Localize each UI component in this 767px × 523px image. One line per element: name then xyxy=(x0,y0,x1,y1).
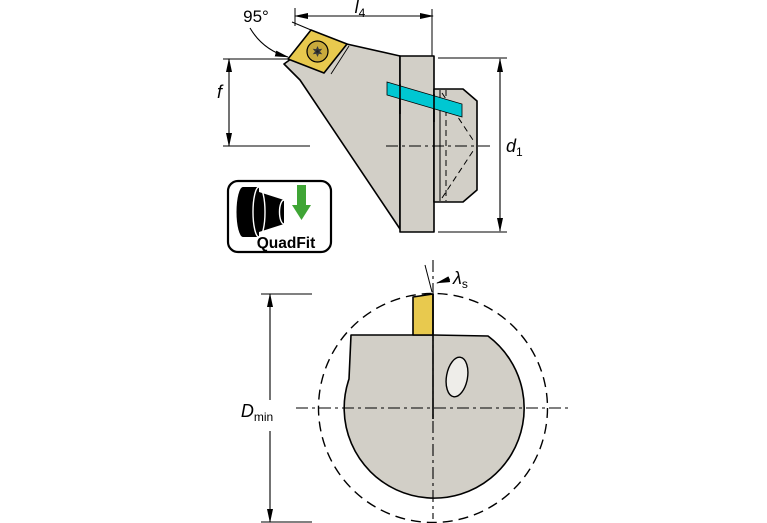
lead-angle-label: 95° xyxy=(243,7,269,26)
lambda-leader-arrow xyxy=(436,276,451,284)
quadfit-badge: QuadFit xyxy=(226,179,333,254)
side-view: 95° l4 f d1 xyxy=(217,0,523,233)
dmin-dimension: Dmin xyxy=(241,293,312,523)
l4-dimension: l4 xyxy=(294,0,434,56)
lambda-s-label: λs xyxy=(452,268,468,291)
f-dimension-label: f xyxy=(217,82,224,102)
torx-screw-icon xyxy=(306,40,329,63)
lambda-s-dimension: λs xyxy=(424,264,468,293)
cutting-insert-front xyxy=(412,293,434,336)
tool-flange xyxy=(399,55,435,233)
green-arrow-icon xyxy=(292,185,311,220)
clamp-hole xyxy=(445,356,469,398)
pocket-edge-line xyxy=(330,45,350,75)
front-view: λs Dmin xyxy=(241,260,568,523)
tool-head-front xyxy=(343,334,525,499)
l4-dimension-label: l4 xyxy=(355,0,366,20)
dmin-dimension-label: Dmin xyxy=(241,401,273,424)
d1-dimension: d1 xyxy=(438,57,523,233)
inclination-reference-line xyxy=(424,264,433,293)
quadfit-coupling-icon xyxy=(236,186,290,238)
coolant-stripe xyxy=(386,81,463,118)
d1-dimension-label: d1 xyxy=(506,136,523,159)
angle-arc-arrow xyxy=(249,27,289,58)
quadfit-label: QuadFit xyxy=(257,235,316,252)
f-dimension: f xyxy=(217,58,310,147)
